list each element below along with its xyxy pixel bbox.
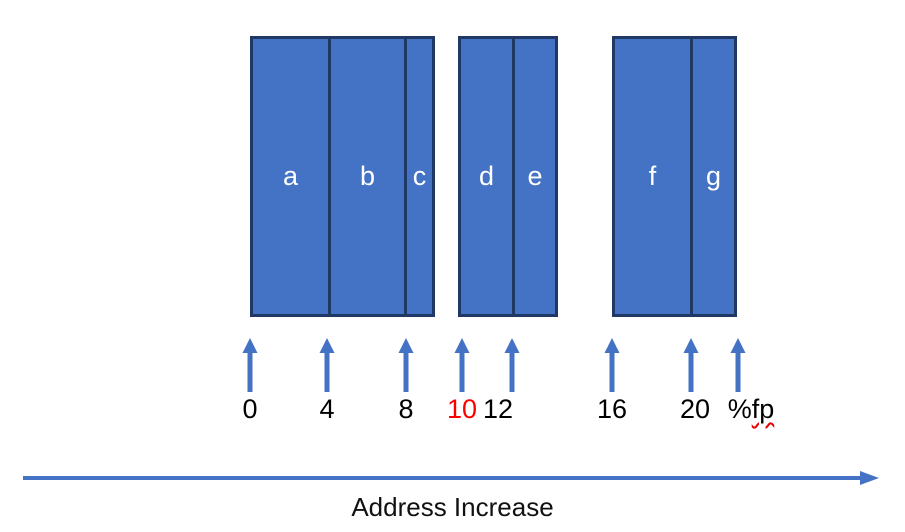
frame-pointer-label: %fp bbox=[728, 396, 775, 423]
memory-block-b: b bbox=[331, 39, 404, 314]
address-tick-12: 12 bbox=[472, 338, 552, 423]
address-tick-fp: %fp bbox=[698, 338, 778, 423]
fp-text-spellcheck: fp bbox=[751, 394, 775, 424]
up-arrow-icon bbox=[730, 338, 746, 392]
memory-block-a: a bbox=[253, 39, 328, 314]
address-label: 4 bbox=[319, 394, 335, 424]
address-label: 0 bbox=[242, 394, 258, 424]
memory-block-g: g bbox=[693, 39, 734, 314]
address-tick-10: 10 bbox=[422, 338, 502, 423]
memory-block-group-fg: f g bbox=[612, 36, 737, 317]
up-arrow-icon bbox=[398, 338, 414, 392]
address-label: 16 bbox=[596, 394, 628, 424]
up-arrow-icon bbox=[319, 338, 335, 392]
address-tick-0: 0 bbox=[210, 338, 290, 423]
address-label: 20 bbox=[679, 394, 711, 424]
up-arrow-icon bbox=[454, 338, 470, 392]
memory-block-f: f bbox=[615, 39, 690, 314]
up-arrow-icon bbox=[683, 338, 699, 392]
address-tick-8: 8 bbox=[366, 338, 446, 423]
memory-block-e: e bbox=[515, 39, 555, 314]
percent-sign: % bbox=[727, 394, 752, 424]
memory-block-group-de: d e bbox=[458, 36, 558, 317]
up-arrow-icon bbox=[504, 338, 520, 392]
address-label-highlighted: 10 bbox=[446, 394, 478, 424]
address-tick-16: 16 bbox=[572, 338, 652, 423]
up-arrow-icon bbox=[242, 338, 258, 392]
address-axis-arrow-icon bbox=[23, 471, 879, 485]
address-label: 8 bbox=[398, 394, 414, 424]
axis-title: Address Increase bbox=[351, 492, 554, 522]
address-label: 12 bbox=[482, 394, 514, 424]
address-tick-4: 4 bbox=[287, 338, 367, 423]
up-arrow-icon bbox=[604, 338, 620, 392]
memory-block-d: d bbox=[461, 39, 512, 314]
address-tick-20: 20 bbox=[651, 338, 731, 423]
memory-block-group-abc: a b c bbox=[250, 36, 435, 317]
memory-block-c: c bbox=[407, 39, 432, 314]
